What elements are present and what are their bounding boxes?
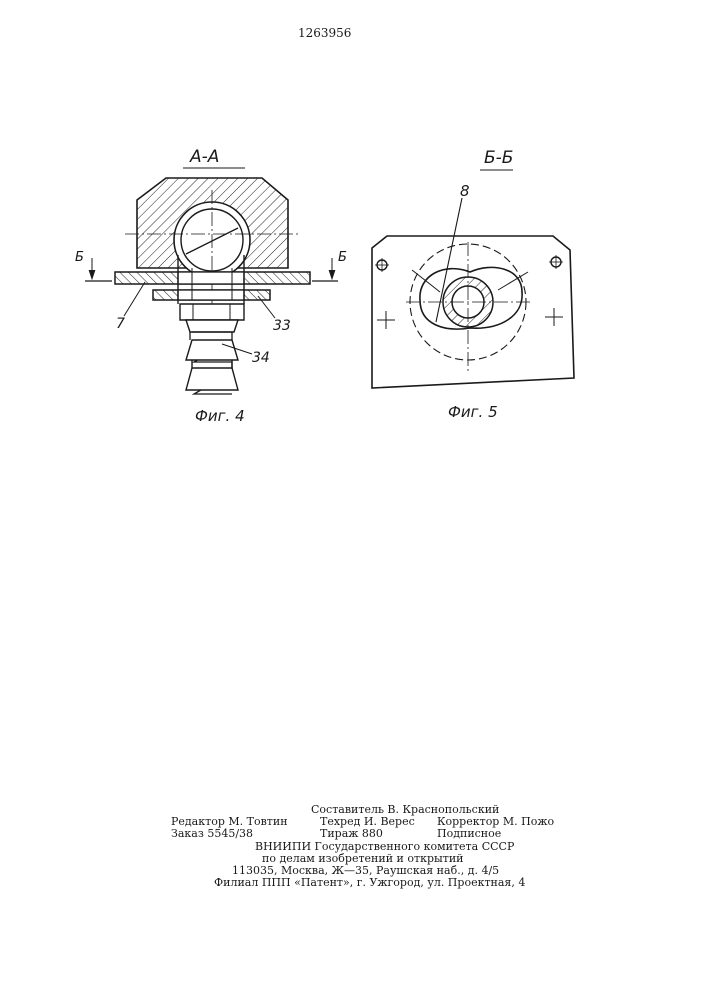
colophon-order: Заказ 5545/38 — [171, 827, 253, 840]
fig4-section-marker-left: Б — [75, 250, 84, 265]
colophon-subscription: Подписное — [437, 827, 501, 840]
fig5-callout-8: 8 — [460, 182, 470, 200]
fig5-section-label: Б-Б — [484, 148, 513, 168]
fig4-callout-34: 34 — [252, 350, 270, 366]
fig4-section-marker-right: Б — [338, 250, 347, 265]
fig4-callout-7: 7 — [116, 316, 125, 332]
fig4-section-label: А-А — [190, 147, 219, 167]
fig4-caption: Фиг. 4 — [195, 407, 245, 425]
fig4-callout-33: 33 — [273, 318, 291, 334]
figure-4 — [85, 168, 338, 394]
fig4-nut — [180, 304, 244, 320]
fig4-fitting — [186, 320, 238, 332]
fig5-caption: Фиг. 5 — [448, 403, 498, 421]
colophon-branch: Филиал ППП «Патент», г. Ужгород, ул. Про… — [214, 876, 525, 889]
colophon-circulation: Тираж 880 — [320, 827, 383, 840]
figure-5 — [372, 170, 574, 388]
